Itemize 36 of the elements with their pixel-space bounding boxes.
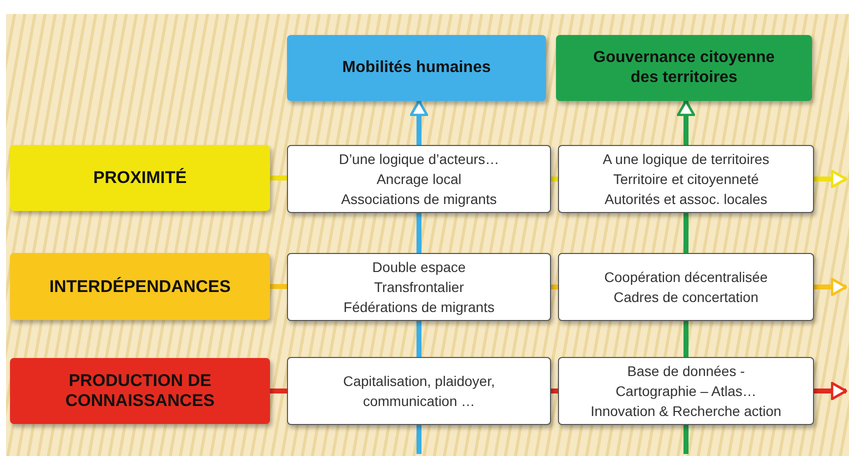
header-box bbox=[287, 35, 546, 101]
box-text: Autorités et assoc. locales bbox=[604, 190, 768, 209]
arrow bbox=[410, 100, 428, 145]
box-text: Base de données - bbox=[627, 362, 745, 381]
box-text: Associations de migrants bbox=[341, 190, 497, 209]
box-text: A une logique de territoires bbox=[602, 150, 770, 169]
box-text: INTERDÉPENDANCES bbox=[49, 276, 231, 296]
arrow bbox=[814, 170, 848, 188]
content-box bbox=[558, 253, 814, 321]
box-text: Transfrontalier bbox=[374, 278, 464, 297]
box-text: Cadres de concertation bbox=[614, 288, 758, 307]
box-text: Cartographie – Atlas… bbox=[616, 382, 756, 401]
box-text: Innovation & Recherche action bbox=[590, 402, 782, 421]
content-box bbox=[558, 357, 814, 425]
content-box bbox=[287, 145, 551, 213]
box-text: Mobilités humaines bbox=[342, 58, 491, 78]
box-text: Double espace bbox=[372, 258, 466, 277]
box-text: PROXIMITÉ bbox=[93, 168, 187, 188]
row-label-box bbox=[10, 145, 270, 211]
row-label-box bbox=[10, 253, 270, 320]
arrow bbox=[676, 100, 696, 145]
header-box bbox=[556, 35, 812, 101]
arrow bbox=[814, 382, 848, 400]
box-text: Territoire et citoyenneté bbox=[613, 170, 759, 189]
row-label-box bbox=[10, 358, 270, 424]
box-text: PRODUCTION DE CONNAISSANCES bbox=[64, 371, 216, 411]
content-box bbox=[287, 357, 551, 425]
box-text: Capitalisation, plaidoyer, communication … bbox=[342, 372, 496, 411]
box-text: Ancrage local bbox=[376, 170, 462, 189]
box-text: Gouvernance citoyenne des territoires bbox=[592, 48, 776, 88]
content-box bbox=[558, 145, 814, 213]
arrow bbox=[814, 278, 848, 296]
content-box bbox=[287, 253, 551, 321]
box-text: Fédérations de migrants bbox=[344, 298, 494, 317]
box-text: Coopération décentralisée bbox=[604, 268, 768, 287]
box-text: D’une logique d’acteurs… bbox=[338, 150, 500, 169]
